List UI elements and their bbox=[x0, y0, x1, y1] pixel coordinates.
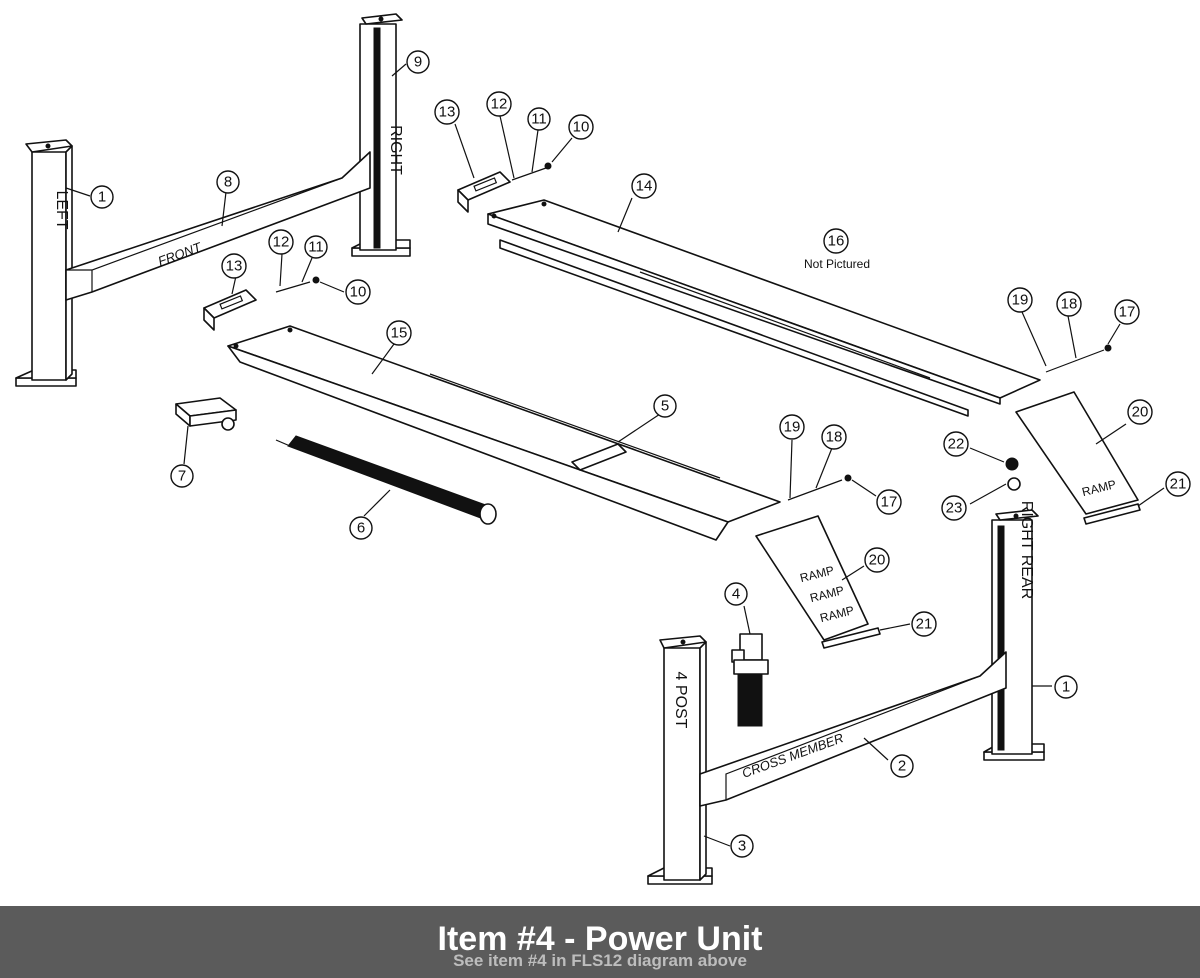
svg-text:18: 18 bbox=[1061, 296, 1078, 313]
post-right-front bbox=[351, 13, 411, 257]
svg-text:10: 10 bbox=[350, 284, 367, 301]
svg-text:1: 1 bbox=[98, 189, 106, 206]
svg-text:5: 5 bbox=[661, 398, 669, 415]
svg-text:20: 20 bbox=[869, 552, 886, 569]
callout-17-upper: 17 bbox=[1114, 299, 1140, 325]
callout-10-lower: 10 bbox=[345, 279, 371, 305]
post-4-post bbox=[647, 635, 713, 885]
svg-text:4: 4 bbox=[732, 586, 740, 603]
svg-text:17: 17 bbox=[1119, 304, 1136, 321]
callout-6: 6 bbox=[349, 516, 373, 540]
callout-20-right: 20 bbox=[1127, 399, 1153, 425]
callout-23: 23 bbox=[941, 495, 967, 521]
callout-19-upper: 19 bbox=[1007, 287, 1033, 313]
part-5-slider-wedge bbox=[571, 443, 627, 471]
svg-text:21: 21 bbox=[916, 616, 933, 633]
callout-11-upper: 11 bbox=[527, 107, 551, 131]
callout-5: 5 bbox=[653, 394, 677, 418]
callout-20-left: 20 bbox=[864, 547, 890, 573]
svg-text:22: 22 bbox=[948, 436, 965, 453]
svg-text:1: 1 bbox=[1062, 679, 1070, 696]
svg-text:7: 7 bbox=[178, 468, 186, 485]
part-4-power-unit bbox=[731, 633, 769, 727]
callout-4: 4 bbox=[724, 582, 748, 606]
label-right: RIGHT bbox=[387, 125, 404, 175]
callout-15: 15 bbox=[386, 320, 412, 346]
post-right-rear bbox=[983, 509, 1045, 761]
callout-1-left: 1 bbox=[90, 185, 114, 209]
part-7-bracket bbox=[175, 397, 237, 431]
callout-21-right: 21 bbox=[1165, 471, 1191, 497]
svg-text:11: 11 bbox=[308, 239, 324, 256]
callout-1-right-rear: 1 bbox=[1054, 675, 1078, 699]
svg-text:11: 11 bbox=[531, 111, 547, 128]
svg-text:23: 23 bbox=[946, 500, 963, 517]
part-21-bar-right bbox=[1083, 503, 1141, 525]
part-6-cylinder bbox=[275, 435, 497, 525]
callout-19-lower: 19 bbox=[779, 414, 805, 440]
svg-text:20: 20 bbox=[1132, 404, 1149, 421]
label-left: LEFT bbox=[53, 190, 70, 229]
ramp-right bbox=[1015, 391, 1139, 515]
callout-14: 14 bbox=[631, 173, 657, 199]
callout-13-lower: 13 bbox=[221, 253, 247, 279]
ramp-left bbox=[755, 515, 869, 641]
callout-12-lower: 12 bbox=[268, 229, 294, 255]
label-right-rear: RIGHT REAR bbox=[1018, 501, 1035, 599]
svg-text:12: 12 bbox=[491, 96, 508, 113]
callout-18-lower: 18 bbox=[821, 424, 847, 450]
svg-text:6: 6 bbox=[357, 520, 365, 537]
part-13-block-upper bbox=[457, 171, 511, 213]
callout-9: 9 bbox=[406, 50, 430, 74]
front-cross-member bbox=[65, 151, 371, 301]
part-13-block-lower bbox=[203, 289, 257, 331]
svg-text:21: 21 bbox=[1170, 476, 1187, 493]
runway-right bbox=[487, 199, 1041, 417]
caption-title: Item #4 - Power Unit bbox=[437, 920, 763, 958]
callout-16: 16 bbox=[823, 228, 849, 254]
part-21-bar-left bbox=[821, 627, 881, 649]
svg-text:2: 2 bbox=[898, 758, 906, 775]
callout-10-upper: 10 bbox=[568, 114, 594, 140]
leader-lines bbox=[65, 63, 1165, 847]
svg-text:14: 14 bbox=[636, 178, 653, 195]
callout-22: 22 bbox=[943, 431, 969, 457]
rear-cross-member bbox=[699, 651, 1007, 807]
svg-text:15: 15 bbox=[391, 325, 408, 342]
callout-11-lower: 11 bbox=[304, 235, 328, 259]
callout-17-lower: 17 bbox=[876, 489, 902, 515]
svg-text:18: 18 bbox=[826, 429, 843, 446]
svg-text:8: 8 bbox=[224, 174, 232, 191]
svg-text:19: 19 bbox=[1012, 292, 1029, 309]
label-4-post: 4 POST bbox=[672, 672, 689, 729]
caption-banner: Item #4 - Power Unit See item #4 in FLS1… bbox=[0, 906, 1200, 978]
callout-2: 2 bbox=[890, 754, 914, 778]
svg-text:13: 13 bbox=[226, 258, 243, 275]
callout-21-left: 21 bbox=[911, 611, 937, 637]
post-left bbox=[15, 139, 77, 387]
svg-text:16: 16 bbox=[828, 233, 845, 250]
callout-18-upper: 18 bbox=[1056, 291, 1082, 317]
exploded-parts-diagram: LEFT RIGHT FRONT bbox=[15, 13, 1191, 885]
svg-text:13: 13 bbox=[439, 104, 456, 121]
svg-text:3: 3 bbox=[738, 838, 746, 855]
note-not-pictured: Not Pictured bbox=[804, 257, 870, 271]
callout-13-upper: 13 bbox=[434, 99, 460, 125]
svg-text:12: 12 bbox=[273, 234, 290, 251]
svg-text:10: 10 bbox=[573, 119, 590, 136]
callout-8: 8 bbox=[216, 170, 240, 194]
svg-text:17: 17 bbox=[881, 494, 898, 511]
callout-3: 3 bbox=[730, 834, 754, 858]
svg-text:9: 9 bbox=[414, 54, 422, 71]
svg-text:19: 19 bbox=[784, 419, 801, 436]
runway-left bbox=[227, 325, 781, 541]
callout-12-upper: 12 bbox=[486, 91, 512, 117]
callout-7: 7 bbox=[170, 464, 194, 488]
caption-subtitle: See item #4 in FLS12 diagram above bbox=[453, 951, 747, 970]
